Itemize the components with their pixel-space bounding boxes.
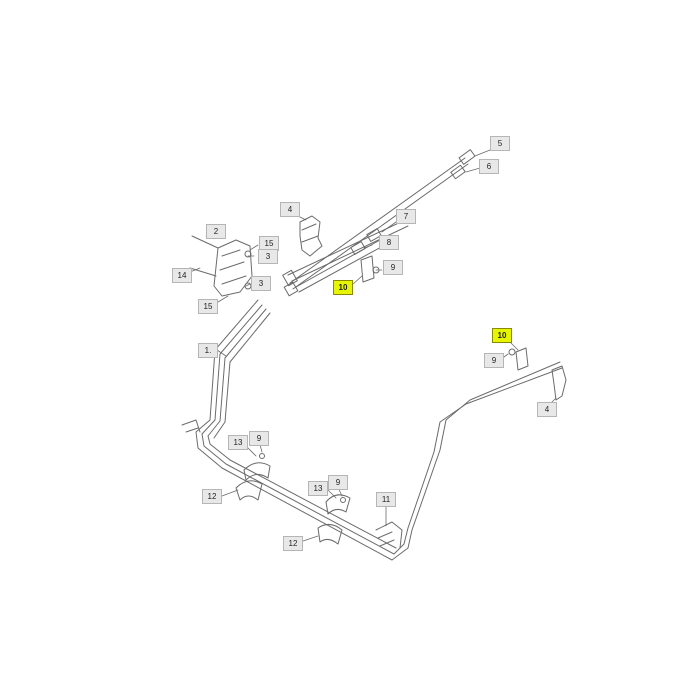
callout-12-mid: 12 <box>283 536 303 551</box>
callout-2: 2 <box>206 224 226 239</box>
callout-14: 14 <box>172 268 192 283</box>
valve-manifold <box>189 235 253 297</box>
upper-tube-bundle <box>282 149 476 297</box>
callout-13-left: 13 <box>228 435 248 450</box>
main-frame-tube-bundle <box>181 299 563 561</box>
callout-12-left: 12 <box>202 489 222 504</box>
callout-15-lower: 15 <box>198 299 218 314</box>
callout-11: 11 <box>376 492 396 507</box>
callout-9-left: 9 <box>249 431 269 446</box>
bracket-plate-upper <box>360 255 380 283</box>
callout-9-right: 9 <box>484 353 504 368</box>
callout-4-right: 4 <box>537 402 557 417</box>
callout-7: 7 <box>396 209 416 224</box>
callout-6: 6 <box>479 159 499 174</box>
callout-3-upper: 3 <box>258 249 278 264</box>
callout-5: 5 <box>490 136 510 151</box>
callout-10-upper: 10 <box>333 280 353 295</box>
callout-3-lower: 3 <box>251 276 271 291</box>
callout-13-mid: 13 <box>308 481 328 496</box>
callout-9-mid: 9 <box>328 475 348 490</box>
callout-9-upper: 9 <box>383 260 403 275</box>
callout-1: 1. <box>198 343 218 358</box>
callout-4-upper: 4 <box>280 202 300 217</box>
clamp-block-upper <box>299 215 323 257</box>
tube-clips <box>235 453 351 545</box>
callout-10-right: 10 <box>492 328 512 343</box>
bracket-right <box>508 347 567 401</box>
leader-lines <box>189 149 557 543</box>
callout-8: 8 <box>379 235 399 250</box>
